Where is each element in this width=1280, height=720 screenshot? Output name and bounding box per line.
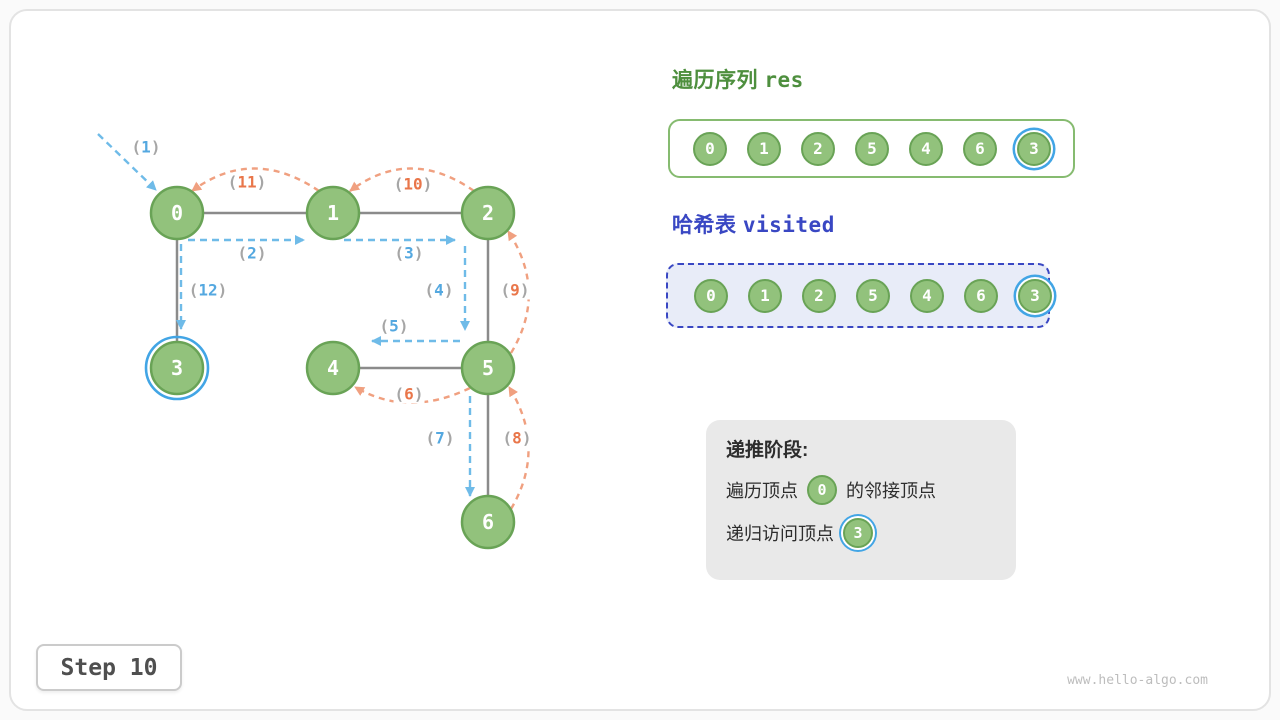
step-label-4: (4) bbox=[423, 280, 455, 300]
sequence-node-6: 6 bbox=[963, 131, 997, 166]
watermark: www.hello-algo.com bbox=[1067, 673, 1208, 688]
graph-node-6: 6 bbox=[460, 494, 516, 550]
backtrack-arc-4-5 bbox=[354, 385, 471, 404]
graph-node-5: 5 bbox=[460, 340, 516, 396]
graph-node-0: 0 bbox=[149, 185, 205, 241]
sequence-node-3: 3 bbox=[1017, 131, 1051, 166]
res-title-cn: 遍历序列 bbox=[672, 69, 758, 92]
res-title-code: res bbox=[764, 68, 804, 92]
info-line2-pre: 递归访问顶点 bbox=[726, 524, 834, 544]
svg-text:3: 3 bbox=[171, 356, 183, 380]
sequence-node-5: 5 bbox=[855, 131, 889, 166]
step-label-7: (7) bbox=[424, 428, 456, 448]
sequence-node-1: 1 bbox=[747, 131, 781, 166]
step-label-12: (12) bbox=[187, 280, 229, 300]
step-indicator: Step 10 bbox=[36, 644, 182, 691]
sequence-node-5: 5 bbox=[856, 278, 890, 313]
info-title: 递推阶段: bbox=[726, 440, 809, 461]
info-line-2: 递归访问顶点 3 bbox=[726, 518, 996, 548]
graph-node-2: 2 bbox=[460, 185, 516, 241]
sequence-node-2: 2 bbox=[801, 131, 835, 166]
graph-node-1: 1 bbox=[305, 185, 361, 241]
info-line1-pre: 遍历顶点 bbox=[726, 481, 798, 501]
graph-nodes: 0 1 2 3 4 5 6 bbox=[144, 185, 516, 550]
backtrack-arc-1-0 bbox=[191, 167, 320, 192]
sequence-node-0: 0 bbox=[693, 131, 727, 166]
svg-text:6: 6 bbox=[482, 510, 494, 534]
svg-text:0: 0 bbox=[171, 201, 183, 225]
step-label-2: (2) bbox=[236, 243, 268, 263]
backtrack-arc-6-5 bbox=[507, 386, 530, 510]
step-label-9: (9) bbox=[499, 280, 531, 300]
visited-title-cn: 哈希表 bbox=[672, 214, 737, 237]
step-label-1: (1) bbox=[130, 137, 162, 157]
svg-text:4: 4 bbox=[327, 356, 339, 380]
visited-title: 哈希表 visited bbox=[672, 209, 835, 239]
step-label-11: (11) bbox=[226, 172, 268, 192]
svg-text:5: 5 bbox=[482, 356, 494, 380]
graph-canvas: 0 1 2 3 4 5 6 bbox=[97, 133, 530, 550]
vertex-0-badge: 0 bbox=[807, 475, 837, 505]
visit-arrows bbox=[97, 133, 475, 497]
graph-edges bbox=[175, 211, 490, 496]
sequence-node-0: 0 bbox=[694, 278, 728, 313]
sequence-node-1: 1 bbox=[748, 278, 782, 313]
svg-text:1: 1 bbox=[327, 201, 339, 225]
step-label-5: (5) bbox=[378, 316, 410, 336]
visit-arrow-start-0 bbox=[97, 133, 157, 191]
sequence-node-3: 3 bbox=[1018, 278, 1052, 313]
step-label-8: (8) bbox=[501, 428, 533, 448]
sequence-node-2: 2 bbox=[802, 278, 836, 313]
svg-text:2: 2 bbox=[482, 201, 494, 225]
graph-node-3: 3 bbox=[144, 335, 210, 401]
recursion-info-box: 递推阶段: 遍历顶点 0 的邻接顶点 递归访问顶点 3 bbox=[706, 420, 1016, 580]
backtrack-arc-2-1 bbox=[349, 167, 475, 192]
sequence-node-4: 4 bbox=[909, 131, 943, 166]
sequence-node-6: 6 bbox=[964, 278, 998, 313]
vertex-3-badge: 3 bbox=[843, 518, 873, 548]
step-label-10: (10) bbox=[392, 174, 434, 194]
backtrack-arcs bbox=[191, 167, 530, 510]
backtrack-arc-5-2 bbox=[506, 230, 530, 354]
graph-node-4: 4 bbox=[305, 340, 361, 396]
info-line1-post: 的邻接顶点 bbox=[846, 481, 936, 501]
sequence-node-4: 4 bbox=[910, 278, 944, 313]
visited-title-code: visited bbox=[742, 213, 835, 237]
step-label-6: (6) bbox=[393, 384, 425, 404]
step-label-3: (3) bbox=[393, 243, 425, 263]
info-line-1: 遍历顶点 0 的邻接顶点 bbox=[726, 475, 996, 505]
res-title: 遍历序列 res bbox=[672, 64, 804, 94]
